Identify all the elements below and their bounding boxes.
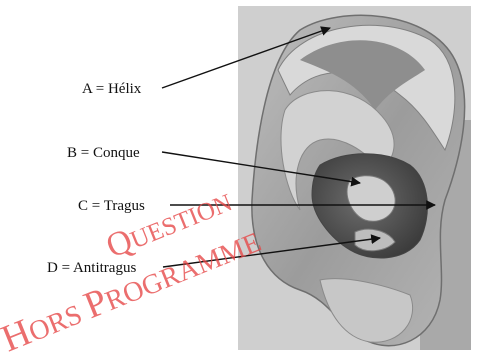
label-conque: B = Conque — [67, 145, 140, 161]
label-antitragus: D = Antitragus — [47, 260, 136, 276]
label-tragus: C = Tragus — [78, 198, 145, 214]
watermark-h-rest: ORS — [24, 296, 93, 348]
label-helix: A = Hélix — [82, 81, 142, 97]
